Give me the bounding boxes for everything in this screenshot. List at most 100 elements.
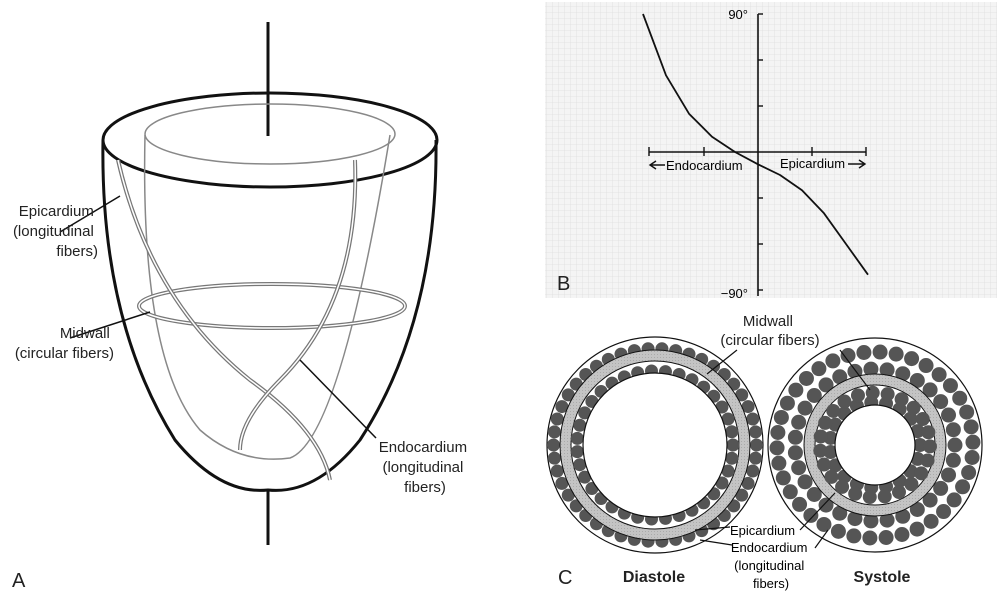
endocardial-fiber xyxy=(914,466,929,481)
epicardial-fiber xyxy=(936,504,952,520)
label-midwall: Midwall (circular fibers) xyxy=(15,325,114,362)
epicardial-fiber xyxy=(863,513,879,529)
endocardial-fiber xyxy=(725,451,739,465)
epicardial-fiber xyxy=(946,492,962,508)
endocardial-fiber xyxy=(816,457,831,472)
epicardial-fiber xyxy=(909,521,925,537)
epicardial-fiber xyxy=(832,505,848,521)
epicardial-fiber xyxy=(770,425,786,441)
epicardial-fiber xyxy=(555,400,569,414)
epicardial-fiber xyxy=(856,344,872,360)
epicardial-fiber xyxy=(941,467,957,483)
epicardial-fiber xyxy=(888,346,904,362)
heart-base-rim xyxy=(101,91,439,189)
endocardial-fiber xyxy=(862,490,877,505)
endocardial-fiber xyxy=(891,485,906,500)
panel-a-heart: Epicardium (longitudinal fibers) Midwall… xyxy=(12,22,467,592)
epicardial-fiber xyxy=(825,353,841,369)
epicardial-fiber xyxy=(550,412,564,426)
epicardial-fiber xyxy=(933,480,949,496)
arrow-right-icon xyxy=(848,159,867,169)
epicardial-fiber xyxy=(561,488,575,502)
epicardial-fiber xyxy=(895,508,911,524)
inner-rim xyxy=(144,103,396,165)
epicardial-fiber xyxy=(947,437,963,453)
label-c-epicardium: Epicardium xyxy=(730,523,795,538)
epicardial-fiber xyxy=(116,159,332,481)
endocardial-fiber xyxy=(880,387,895,402)
endocardial-fiber xyxy=(813,443,828,458)
endocardial-fiber xyxy=(877,489,892,504)
epicardial-fiber xyxy=(832,369,848,385)
epicardial-fiber xyxy=(561,388,575,402)
endocardial-fiber xyxy=(570,431,584,445)
chart-grid xyxy=(545,2,997,298)
epicardial-fiber xyxy=(945,422,961,438)
y-top-label: 90° xyxy=(728,7,748,22)
endocardial-fiber xyxy=(835,479,850,494)
endocardial-fiber xyxy=(824,469,839,484)
epicardial-fiber xyxy=(964,449,980,465)
endocardial-fiber xyxy=(726,438,740,452)
panel-c-sections: Midwall (circular fibers) Epicardium End… xyxy=(546,313,983,591)
epicardial-fiber xyxy=(741,476,755,490)
label-c-midwall: Midwall (circular fibers) xyxy=(720,313,819,349)
epicardial-fiber xyxy=(945,452,961,468)
epicardial-fiber xyxy=(952,390,968,406)
epicardial-fiber xyxy=(922,492,938,508)
endocardial-fiber xyxy=(578,470,592,484)
epicardial-fiber xyxy=(797,474,813,490)
epicardial-fiber xyxy=(879,362,895,378)
endocardial-fiber xyxy=(848,486,863,501)
endocardial-fiber xyxy=(725,425,739,439)
epicardial-fiber xyxy=(818,497,834,513)
lumen xyxy=(834,404,916,486)
epicardial-fiber xyxy=(862,530,878,546)
lumen xyxy=(582,372,728,518)
endocardial-fiber xyxy=(573,458,587,472)
epicardial-fiber xyxy=(769,440,785,456)
endocardial-cavity xyxy=(143,134,391,460)
epicardial-fiber xyxy=(872,344,888,360)
panel-letter-c: C xyxy=(558,567,572,589)
epicardial-fiber xyxy=(746,464,760,478)
epicardial-fiber xyxy=(909,501,925,517)
panel-letter-b: B xyxy=(557,273,570,295)
epicardial-fiber xyxy=(775,470,791,486)
epicardial-fiber xyxy=(811,361,827,377)
endocardial-fiber xyxy=(721,464,735,478)
endocardial-fiber xyxy=(921,425,936,440)
y-bottom-label: −90° xyxy=(721,286,748,301)
epicardial-fiber xyxy=(749,425,763,439)
x-right-label: Epicardium xyxy=(780,156,845,171)
epicardial-fiber xyxy=(879,512,895,528)
epicardial-fiber xyxy=(830,523,846,539)
endocardial-fiber xyxy=(813,429,828,444)
epicardial-fiber xyxy=(787,429,803,445)
epicardial-fiber xyxy=(806,487,822,503)
epicardial-fiber xyxy=(963,419,979,435)
epicardial-fiber xyxy=(895,366,911,382)
epicardial-fiber xyxy=(818,377,834,393)
midwall-band xyxy=(804,374,946,516)
epicardial-fiber xyxy=(961,465,977,481)
endocardial-fiber xyxy=(906,400,921,415)
epicardial-fiber xyxy=(909,373,925,389)
epicardial-fiber xyxy=(942,378,958,394)
epicardial-fiber xyxy=(547,451,561,465)
epicardial-fiber xyxy=(735,388,749,402)
endocardial-fiber xyxy=(837,394,852,409)
epicardial-fiber xyxy=(787,445,803,461)
x-left-label: Endocardium xyxy=(666,158,743,173)
endocardial-fiber xyxy=(578,406,592,420)
epicardial-fiber xyxy=(923,513,939,529)
epicardial-fiber xyxy=(779,395,795,411)
systole-label: Systole xyxy=(854,569,911,586)
endocardial-fiber xyxy=(570,445,584,459)
epicardial-fiber xyxy=(547,425,561,439)
epicardial-fiber xyxy=(878,530,894,546)
epicardial-fiber xyxy=(735,488,749,502)
epicardial-fiber xyxy=(749,451,763,465)
epicardial-fiber xyxy=(741,400,755,414)
epicardial-fiber xyxy=(863,361,879,377)
